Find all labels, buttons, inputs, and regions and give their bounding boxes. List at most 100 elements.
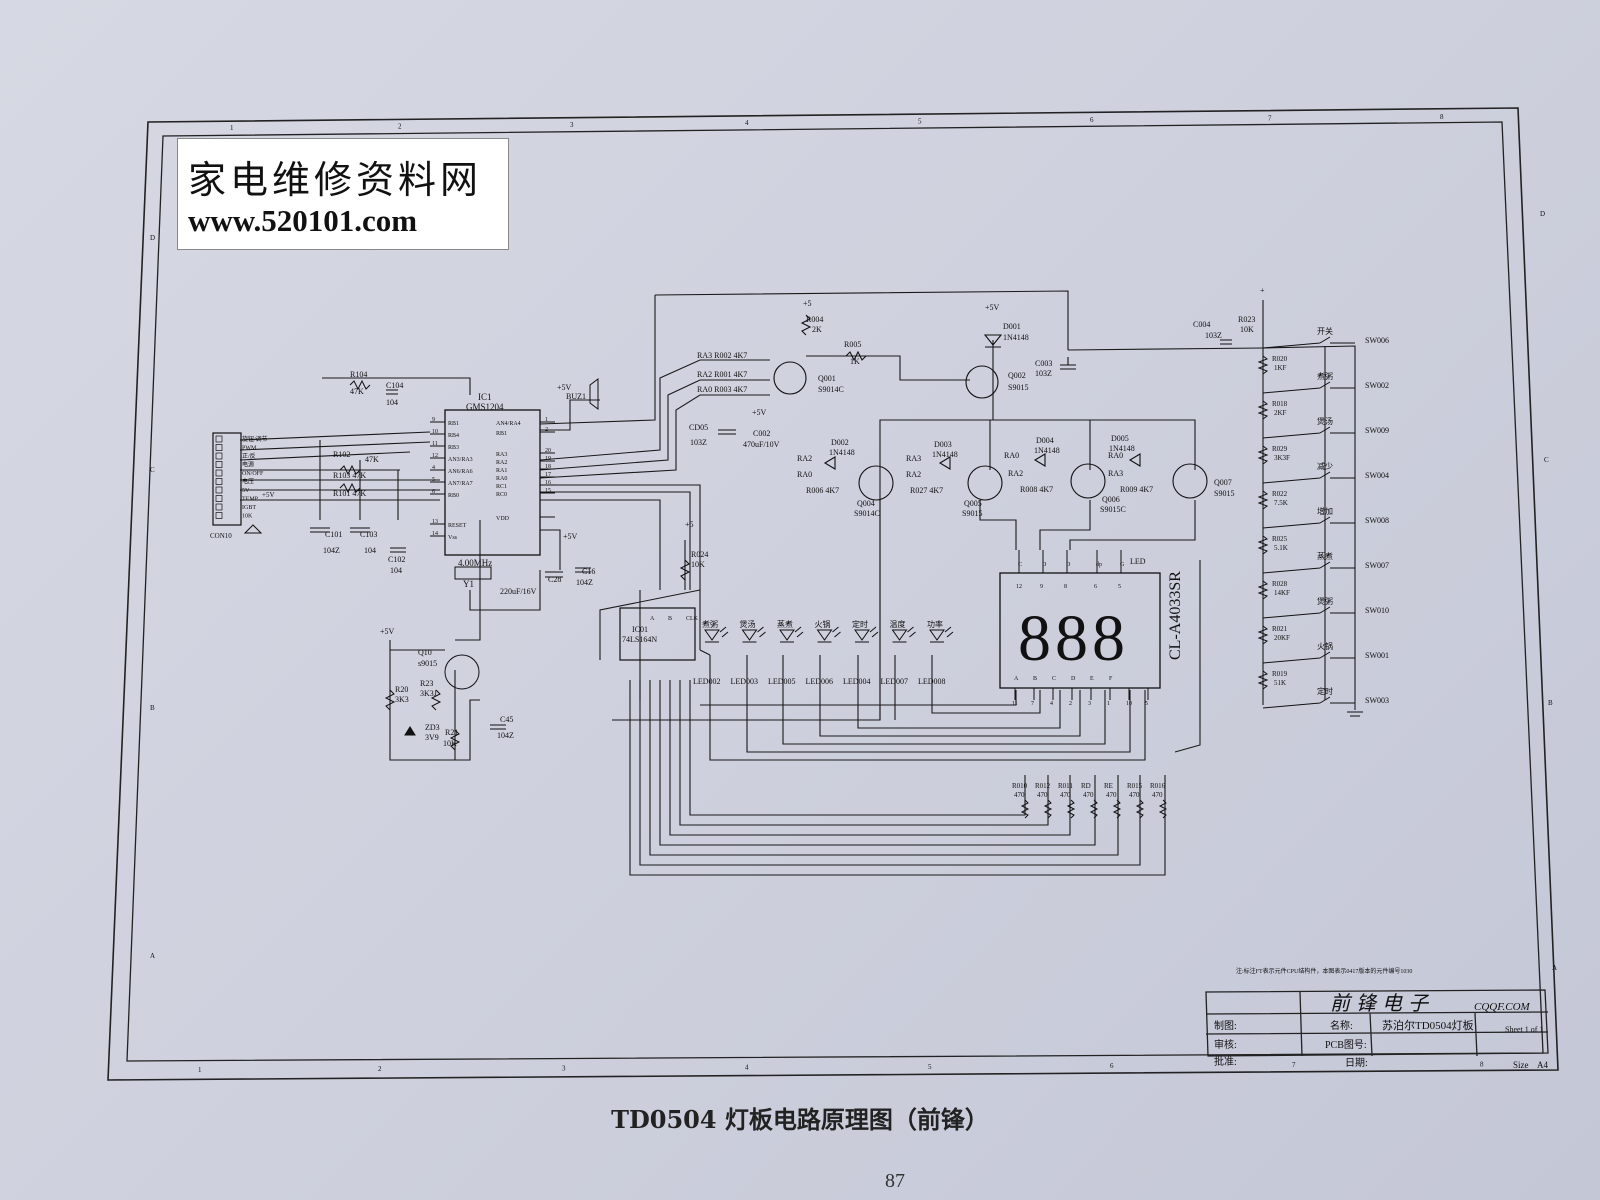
r009: R009 4K7 (1120, 485, 1153, 494)
r004: R004 (806, 315, 823, 324)
ladder-resistor-ref: R019 (1272, 670, 1288, 678)
ladder-resistor-value: 3K3F (1274, 454, 1290, 462)
ic1-right-pin-number: 18 (545, 464, 551, 470)
ic1-part: GMS1204 (466, 402, 504, 412)
plus-sw: + (1260, 286, 1265, 295)
r024: R024 (691, 550, 708, 559)
c103-val: 104 (364, 546, 376, 555)
display-top-pin: 8 (1064, 584, 1067, 590)
display-bottom-seg: E (1090, 676, 1094, 682)
plus5-buz: +5V (557, 383, 572, 392)
ladder-resistor-value: 51K (1274, 679, 1286, 687)
r21-ref: R21 (445, 728, 458, 737)
bottom-resistor-ref: R016 (1150, 782, 1166, 790)
c104-val: 104 (386, 398, 398, 407)
switch-name-label: 开关 (1317, 326, 1333, 336)
ic1-right-pin: RA2 (496, 460, 507, 466)
ra3d: RA3 (1108, 469, 1123, 478)
d004: D004 (1036, 436, 1054, 445)
display-part: CL-A4033SR (1167, 571, 1184, 660)
ra2c: RA2 (1008, 469, 1023, 478)
plus5-r004: +5 (803, 299, 812, 308)
wires (239, 290, 1356, 876)
column-label-bottom: 2 (378, 1065, 382, 1073)
tb-domain: CQQF.COM (1474, 1001, 1531, 1013)
row-label-left: A (150, 952, 155, 960)
column-label-top: 3 (570, 121, 574, 129)
q10-plus5: +5V (380, 627, 395, 636)
figure-caption: TD0504 灯板电路原理图（前锋） (611, 1105, 989, 1134)
r20-val: 3K3 (395, 695, 409, 704)
con-ref: CON10 (210, 532, 232, 540)
switch-ref-label: SW002 (1365, 381, 1389, 390)
drawing-frame (107, 107, 1559, 1081)
r103-ref: R103 47K (333, 471, 366, 480)
ic1-right-pin: RA1 (496, 468, 507, 474)
display-bottom-seg: F (1109, 676, 1113, 682)
bottom-resistor-ref: R010 (1012, 782, 1028, 790)
q005: Q005 (964, 499, 982, 508)
tb-note: 注:标注FT表示元件CPU结构件，本图表示0417版本的元件编号1030 (1236, 967, 1412, 975)
ic1-left-pin: RB0 (448, 493, 459, 499)
display-bottom-pin: 10 (1126, 701, 1132, 707)
c002v: 470uF/10V (743, 440, 780, 449)
c101-val: 104Z (323, 546, 340, 555)
c003v: 103Z (1035, 369, 1052, 378)
tb-name-label: 名称: (1330, 1019, 1353, 1032)
ic2-part: 74LS164N (622, 635, 657, 644)
bottom-resistor-ref: RD (1081, 782, 1091, 790)
switch-ref-label: SW003 (1365, 696, 1389, 705)
display-bottom-pin: 5 (1145, 701, 1148, 707)
led-name-label: 煮粥 (702, 619, 718, 629)
plus5-d001: +5V (985, 303, 1000, 312)
tb-check: 审核: (1214, 1038, 1237, 1051)
display-top-pin: 12 (1016, 584, 1022, 590)
d003v: 1N4148 (932, 450, 958, 459)
ic1-left-pin: Vss (448, 535, 458, 541)
ic1-right-pin: RC0 (496, 492, 507, 498)
display-top-pin: 5 (1118, 584, 1121, 590)
ic1-left-pin: RB1 (448, 421, 459, 427)
ic1-right-pin: RB1 (496, 431, 507, 437)
column-label-bottom: 4 (745, 1064, 749, 1072)
ladder-resistor-ref: R025 (1272, 535, 1288, 543)
ic1-right-pin-number: 2 (545, 427, 548, 433)
q007: Q007 (1214, 478, 1232, 487)
tb-pcb: PCB图号: (1325, 1039, 1367, 1051)
display-bottom-pin: 4 (1050, 701, 1053, 707)
led-ref-label: LED006 (806, 677, 834, 686)
d005v: 1N4148 (1109, 444, 1135, 453)
display-top-seg: G (1120, 562, 1125, 568)
d001: D001 (1003, 322, 1021, 331)
r008: R008 4K7 (1020, 485, 1053, 494)
d001v: 1N4148 (1003, 333, 1029, 342)
r23-val: 3K3J (420, 689, 437, 698)
q002v: S9015 (1008, 383, 1028, 392)
con-pin-label: 电源 (242, 461, 254, 469)
ic1-left-pin-number: 4 (432, 465, 435, 471)
led-ref-label: LED003 (731, 677, 759, 686)
led-name-label: 温度 (890, 619, 906, 629)
bottom-resistor-ref: R015 (1127, 782, 1143, 790)
ic1-left-pin: AN3/RA3 (448, 457, 473, 463)
watermark-site-name: 家电维修资料网 (188, 158, 483, 202)
display-bottom-seg: B (1033, 676, 1037, 682)
switch-ref-label: SW007 (1365, 561, 1389, 570)
q005v: S9015 (962, 509, 982, 518)
switch-name-label: 增加 (1317, 506, 1333, 516)
zd3-ref: ZD3 (425, 723, 440, 732)
row-label-right: C (1544, 456, 1549, 464)
d004v: 1N4148 (1034, 446, 1060, 455)
ic2-ref: IC01 (632, 625, 648, 634)
row-label-right: B (1548, 699, 1553, 707)
c004v: 103Z (1205, 331, 1222, 340)
